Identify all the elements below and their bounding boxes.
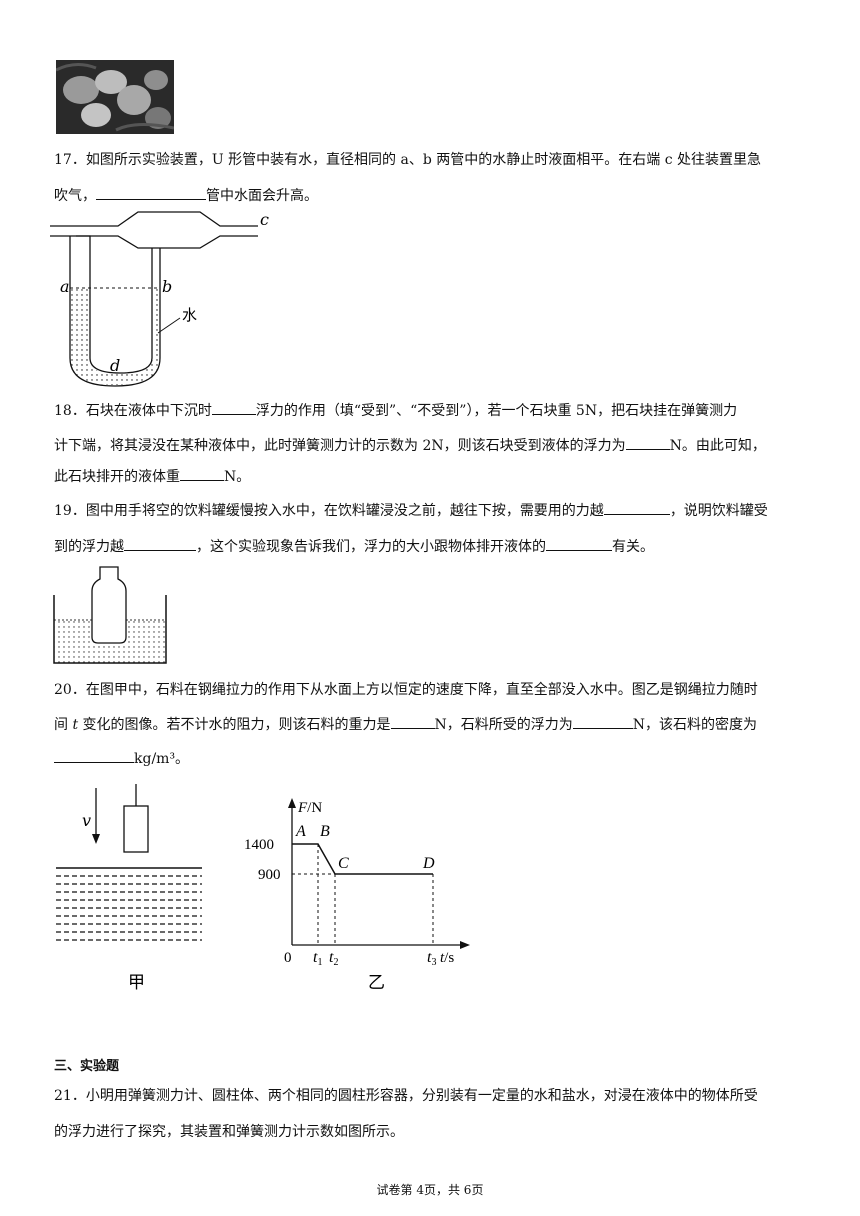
figure-jia: v 甲 <box>56 784 202 993</box>
point-C: C <box>338 855 349 872</box>
label-water: 水 <box>182 306 197 324</box>
label-d: d <box>110 356 120 375</box>
point-A: A <box>295 823 306 840</box>
label-a: a <box>60 277 70 296</box>
q20-line1: 20．在图甲中，石料在钢绳拉力的作用下从水面上方以恒定的速度下降，直至全部没入水… <box>54 682 758 698</box>
origin: 0 <box>284 950 292 966</box>
tick-t1: t1 <box>313 949 322 968</box>
tick-t3: t3 <box>427 949 436 968</box>
q17-line1: 17．如图所示实验装置，U 形管中装有水，直径相同的 a、b 两管中的水静止时液… <box>54 152 762 168</box>
caption-jia: 甲 <box>128 973 145 993</box>
q18-blank1[interactable] <box>211 400 256 415</box>
caption-yi: 乙 <box>368 973 385 993</box>
force-curve <box>292 843 433 875</box>
q20-blank2[interactable] <box>572 714 633 729</box>
tick-900: 900 <box>258 867 281 883</box>
q19-line2: 到的浮力越，这个实验现象告诉我们，浮力的大小跟物体排开液体的有关。 <box>54 536 654 557</box>
point-D: D <box>422 855 435 872</box>
ylabel: F/N <box>297 800 322 816</box>
q19-line1: 19．图中用手将空的饮料罐缓慢按入水中，在饮料罐浸没之前，越往下按，需要用的力越… <box>54 500 768 521</box>
page-footer: 试卷第 4页，共 6页 <box>376 1183 484 1197</box>
tick-t2: t2 <box>329 949 338 968</box>
q19-blank1[interactable] <box>603 500 670 515</box>
point-B: B <box>320 823 330 840</box>
q17-blank[interactable] <box>96 185 206 200</box>
figure-yi-graph: F/N t/s 1400 900 0 A B C D t1 t2 t3 乙 <box>244 798 470 993</box>
q20-blank3[interactable] <box>54 748 134 763</box>
q17-line2: 吹气，管中水面会升高。 <box>54 185 318 206</box>
label-b: b <box>162 277 172 296</box>
q19-blank3[interactable] <box>546 536 612 551</box>
label-c: c <box>260 210 269 229</box>
u-tube-figure: a b c d 水 <box>50 210 269 387</box>
fruit-photo <box>56 60 174 134</box>
q18-line1: 18．石块在液体中下沉时浮力的作用（填“受到”、“不受到”），若一个石块重 5N… <box>54 400 737 421</box>
xlabel: t/s <box>440 950 454 966</box>
q18-blank3[interactable] <box>180 466 224 481</box>
tick-1400: 1400 <box>244 837 274 853</box>
q18-blank2[interactable] <box>625 435 670 450</box>
q20-blank1[interactable] <box>390 714 435 729</box>
can-in-water-figure <box>53 566 167 664</box>
q19-blank2[interactable] <box>124 536 196 551</box>
label-v: v <box>82 811 91 830</box>
q20-line3: kg/m³。 <box>54 748 189 769</box>
section-heading: 三、实验题 <box>54 1059 120 1074</box>
q18-line2: 计下端，将其浸没在某种液体中，此时弹簧测力计的示数为 2N，则该石块受到液体的浮… <box>54 435 766 456</box>
q21-line1: 21．小明用弹簧测力计、圆柱体、两个相同的圆柱形容器，分别装有一定量的水和盐水，… <box>54 1088 758 1104</box>
q21-line2: 的浮力进行了探究，其装置和弹簧测力计示数如图所示。 <box>54 1124 404 1140</box>
